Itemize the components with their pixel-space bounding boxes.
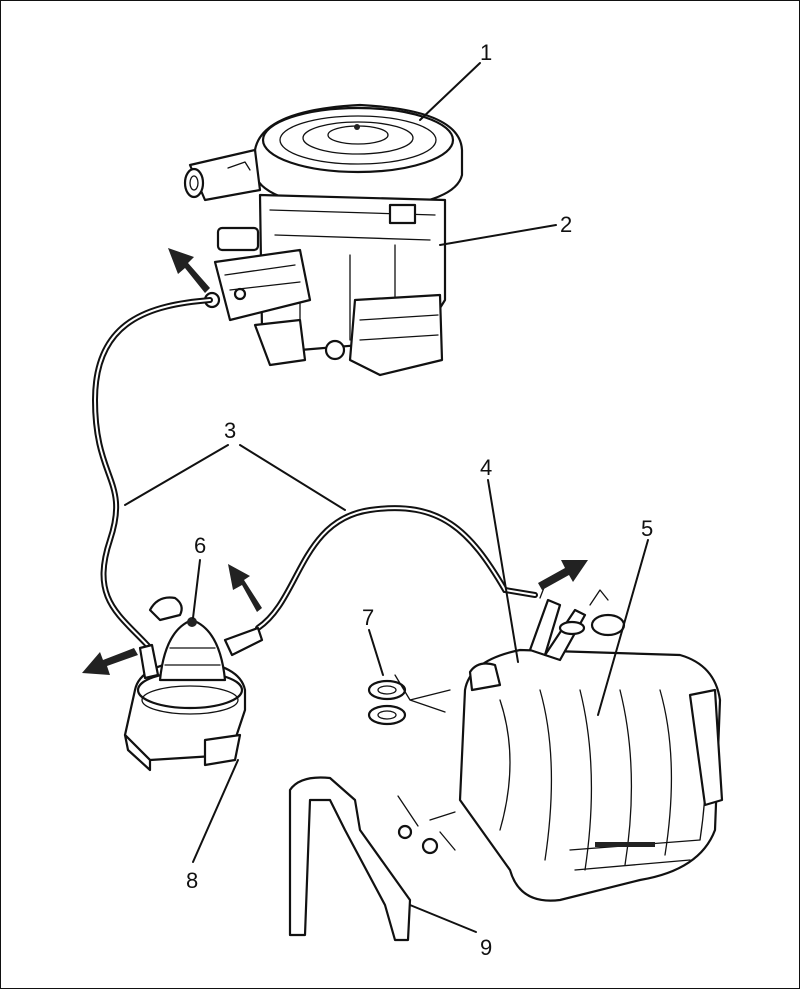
arrow-tank-outlet — [538, 560, 588, 590]
callout-5: 5 — [641, 516, 653, 541]
leader-lines — [124, 62, 649, 933]
arrow-pump-outlet — [228, 564, 262, 612]
air-cleaner-carburetor-assembly — [183, 103, 464, 377]
tank-strap — [288, 776, 456, 942]
callout-8: 8 — [186, 868, 198, 893]
callout-labels: 1 2 3 4 5 6 7 8 9 — [186, 40, 653, 960]
arrows — [82, 248, 588, 675]
callout-3: 3 — [224, 418, 236, 443]
callout-1: 1 — [480, 40, 492, 65]
callout-2: 2 — [560, 212, 572, 237]
fuel-tank — [458, 584, 724, 902]
fuel-pump — [123, 596, 264, 772]
fuel-hoses — [91, 297, 538, 651]
seal-set — [367, 674, 451, 726]
arrow-carburetor-inlet — [168, 248, 210, 293]
callout-7: 7 — [362, 605, 374, 630]
callout-9: 9 — [480, 935, 492, 960]
arrow-pump-inlet — [82, 648, 138, 675]
callout-6: 6 — [194, 533, 206, 558]
callout-4: 4 — [480, 455, 492, 480]
